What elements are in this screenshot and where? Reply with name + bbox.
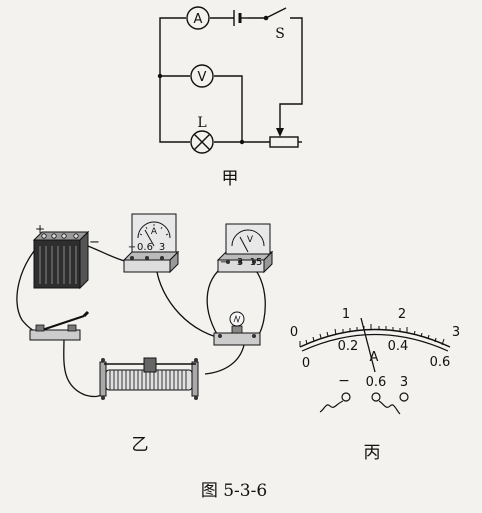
dial-arc-outer [299, 328, 451, 348]
terminal-3-post [399, 392, 409, 402]
wire-switch-to-rheostat [63, 337, 105, 398]
voltmeter-symbol [190, 64, 214, 88]
voltmeter-terminal-label: 15 [250, 257, 263, 268]
inner-scale-label: 0.6 [430, 355, 451, 370]
wire-v-right [214, 75, 243, 142]
dial-terminal-label: 3 [400, 375, 408, 390]
wire-left [159, 17, 190, 143]
outer-scale-label: 2 [398, 307, 406, 322]
wire-coil-minus [319, 400, 344, 413]
ammeter-terminal-label: − [128, 242, 136, 253]
battery-plus-sign: + [35, 222, 45, 236]
caption-jia: 甲 [222, 169, 239, 189]
dial-pointer [360, 317, 376, 373]
outer-scale-label: 3 [452, 325, 460, 340]
inner-scale-label: 0.4 [388, 339, 409, 354]
wire-coil-06 [378, 400, 401, 415]
dial-unit-label: A [370, 350, 379, 365]
outer-scale-label: 0 [290, 325, 298, 340]
ammeter-letter: A [194, 12, 203, 27]
switch-pivot [263, 15, 269, 21]
dial-arc-inner [301, 333, 449, 352]
terminal-minus-post [341, 392, 351, 402]
rheostat-resistor [269, 136, 299, 148]
ammeter-terminal-label: 0.6 [137, 242, 153, 253]
knife-switch [29, 310, 90, 341]
ammeter-device [122, 213, 180, 274]
caption-bing: 丙 [364, 443, 381, 463]
wire-ammeter-to-lamp [155, 265, 231, 341]
outer-scale-label: 1 [342, 307, 350, 322]
circuit-schematic [159, 6, 303, 154]
terminal-06-post [371, 392, 381, 402]
voltmeter-terminal-label: − [220, 257, 228, 268]
rheostat-slider-arrow [276, 128, 284, 137]
wire-voltmeter-to-lamp-right [248, 262, 266, 337]
dial-terminal-label: − [338, 373, 350, 389]
voltmeter-device [216, 223, 274, 274]
voltmeter-terminal-label: 3 [237, 257, 243, 268]
junction-right [239, 139, 245, 145]
battery-minus-sign: − [89, 235, 100, 250]
junction-left [157, 73, 163, 79]
dial-minor-ticks [299, 324, 445, 347]
wire-voltmeter-to-lamp-left [206, 262, 230, 337]
rheostat-device [99, 357, 199, 400]
wire-lamp-to-rheostat [204, 344, 245, 375]
battery [32, 230, 90, 290]
wire-right [279, 17, 303, 134]
switch-label: S [275, 26, 285, 42]
inner-scale-label: 0 [302, 356, 310, 371]
lamp-label: L [197, 115, 206, 131]
dial-terminal-label: 0.6 [366, 375, 387, 390]
figure-caption: 图 5-3-6 [201, 481, 267, 501]
lamp-holder [213, 311, 261, 346]
dial-terminal-wires [319, 400, 401, 415]
ammeter-face-letter: A [151, 227, 158, 237]
voltmeter-face-letter: V [247, 235, 254, 245]
switch-blade [265, 7, 287, 19]
voltmeter-letter: V [198, 70, 207, 85]
caption-yi: 乙 [132, 435, 149, 455]
lamp-cross-b [193, 133, 211, 151]
ammeter-terminal-label: 3 [159, 242, 165, 253]
dial-terminals [341, 392, 409, 402]
inner-scale-label: 0.2 [338, 339, 359, 354]
ammeter-symbol [186, 6, 210, 30]
meter-dial [299, 317, 451, 373]
